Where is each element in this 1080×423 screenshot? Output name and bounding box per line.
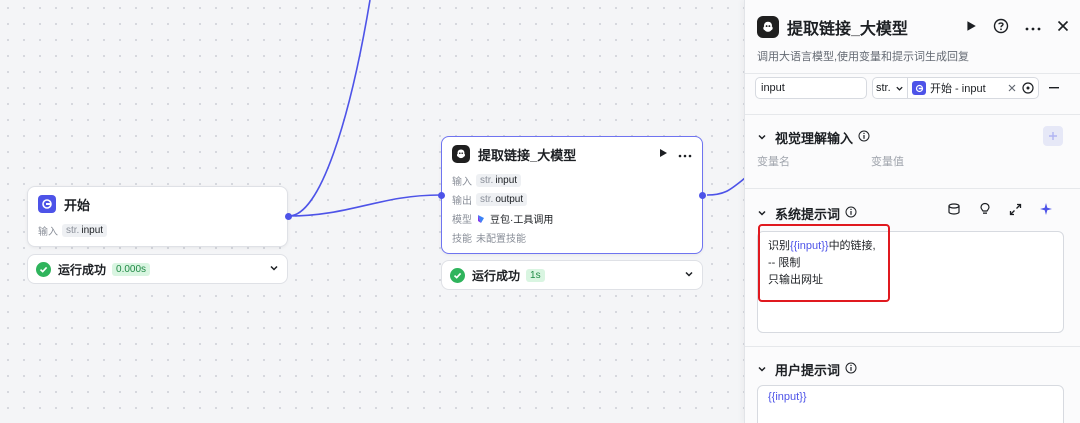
start-node-time-badge: 0.000s bbox=[112, 262, 151, 276]
llm-node-output-value: output bbox=[495, 194, 524, 205]
info-icon[interactable] bbox=[845, 206, 857, 221]
variable-token: {{input}} bbox=[790, 240, 829, 252]
run-play-icon[interactable] bbox=[658, 147, 668, 161]
system-prompt-title: 系统提示词 bbox=[775, 207, 841, 222]
llm-node-model-label: 模型 bbox=[452, 215, 472, 226]
target-icon[interactable] bbox=[1022, 82, 1034, 94]
prompt-toolbar bbox=[947, 202, 1053, 219]
panel-description: 调用大语言模型,使用变量和提示词生成回复 bbox=[757, 51, 970, 63]
llm-node-skill-value: 未配置技能 bbox=[476, 234, 526, 245]
llm-node-time-badge: 1s bbox=[526, 268, 545, 282]
llm-node-output-label: 输出 bbox=[452, 196, 472, 207]
vision-col-name: 变量名 bbox=[757, 156, 790, 168]
llm-node[interactable]: 提取链接_大模型 输入 str. input 输出 str. output 模型… bbox=[438, 136, 706, 254]
user-prompt-editor[interactable] bbox=[757, 385, 1064, 423]
llm-node-input-port[interactable] bbox=[438, 192, 445, 199]
info-icon[interactable] bbox=[858, 130, 870, 145]
remove-param-icon[interactable] bbox=[1049, 87, 1059, 89]
llm-node-header: 提取链接_大模型 bbox=[442, 137, 702, 171]
system-prompt-line-3: 只输出网址 bbox=[768, 274, 823, 286]
system-prompt-line-1: 识别{{input}}中的链接, bbox=[768, 240, 876, 252]
start-node-logo-icon bbox=[38, 195, 56, 213]
llm-node-status-bar[interactable]: 运行成功 1s bbox=[441, 260, 703, 290]
prompt-library-icon[interactable] bbox=[947, 202, 961, 219]
user-prompt-title: 用户提示词 bbox=[775, 363, 841, 378]
chevron-down-icon bbox=[895, 84, 904, 93]
more-options-icon[interactable] bbox=[1025, 20, 1041, 34]
start-node-status-bar[interactable]: 运行成功 0.000s bbox=[27, 254, 288, 284]
llm-node-status-label: 运行成功 bbox=[472, 268, 521, 283]
vision-input-title: 视觉理解输入 bbox=[775, 131, 854, 146]
chevron-down-icon bbox=[757, 206, 767, 221]
user-prompt-content: {{input}} bbox=[768, 391, 807, 403]
close-icon[interactable] bbox=[1057, 20, 1069, 35]
run-play-icon[interactable] bbox=[965, 20, 977, 35]
vision-col-value: 变量值 bbox=[871, 156, 904, 168]
param-name-value: input bbox=[761, 82, 785, 94]
llm-node-title: 提取链接_大模型 bbox=[478, 147, 577, 163]
llm-node-output-type: str. bbox=[480, 194, 494, 205]
start-node-logo-icon bbox=[912, 81, 926, 95]
success-check-icon bbox=[450, 267, 465, 283]
vision-input-section[interactable]: 视觉理解输入 bbox=[757, 128, 870, 147]
chevron-down-icon[interactable] bbox=[269, 262, 279, 276]
llm-node-output-tag: str. output bbox=[476, 193, 528, 206]
llm-node-skill-row: 技能 未配置技能 bbox=[442, 228, 702, 247]
start-node-input-label: 输入 bbox=[38, 227, 58, 238]
more-options-icon[interactable] bbox=[678, 147, 692, 161]
chevron-down-icon bbox=[757, 130, 767, 145]
start-node-title: 开始 bbox=[64, 197, 91, 213]
info-icon[interactable] bbox=[845, 362, 857, 377]
chevron-down-icon[interactable] bbox=[684, 268, 694, 282]
red-highlight-box bbox=[758, 224, 890, 302]
system-prompt-line-2: -- 限制 bbox=[768, 257, 801, 269]
node-settings-panel: 提取链接_大模型 调用大语言模型,使用变量和提示词生成回复 input bbox=[744, 0, 1080, 423]
start-node-input-tag: str. input bbox=[62, 224, 108, 237]
llm-node-output-port[interactable] bbox=[699, 192, 706, 199]
llm-node-skill-label: 技能 bbox=[452, 234, 472, 245]
system-prompt-content: 识别{{input}}中的链接, -- 限制 只输出网址 bbox=[768, 238, 876, 289]
start-node-input-type: str. bbox=[66, 225, 80, 236]
llm-node-input-value: input bbox=[495, 175, 518, 186]
input-param-row: input str. 开始 - input bbox=[755, 77, 1075, 99]
clear-icon[interactable] bbox=[1008, 84, 1016, 92]
llm-logo-icon bbox=[757, 16, 779, 38]
param-reference-value: 开始 - input bbox=[930, 83, 986, 95]
llm-node-input-tag: str. input bbox=[476, 174, 522, 187]
expand-icon[interactable] bbox=[1009, 203, 1022, 219]
llm-node-logo-icon bbox=[452, 145, 470, 163]
divider bbox=[745, 188, 1080, 189]
panel-header: 提取链接_大模型 调用大语言模型,使用变量和提示词生成回复 bbox=[745, 0, 1080, 74]
doubao-model-icon bbox=[476, 214, 486, 224]
system-prompt-editor[interactable] bbox=[757, 231, 1064, 333]
llm-node-output-row: 输出 str. output bbox=[442, 190, 702, 209]
start-node-input-value: input bbox=[81, 225, 104, 236]
llm-node-input-label: 输入 bbox=[452, 177, 472, 188]
chevron-down-icon bbox=[757, 362, 767, 377]
lightbulb-icon[interactable] bbox=[978, 202, 992, 219]
ai-sparkle-icon[interactable] bbox=[1039, 202, 1053, 219]
divider bbox=[745, 346, 1080, 347]
param-type-value: str. bbox=[876, 82, 891, 94]
system-prompt-section[interactable]: 系统提示词 bbox=[757, 204, 857, 223]
start-node-input-row: 输入 str. input bbox=[28, 221, 287, 240]
panel-title: 提取链接_大模型 bbox=[787, 21, 908, 38]
param-name-input[interactable]: input bbox=[755, 77, 867, 99]
param-type-select[interactable]: str. bbox=[872, 77, 908, 99]
add-vision-input-button[interactable] bbox=[1043, 126, 1063, 146]
success-check-icon bbox=[36, 261, 51, 277]
start-node-header: 开始 bbox=[28, 187, 287, 221]
llm-node-input-row: 输入 str. input bbox=[442, 171, 702, 190]
user-prompt-section[interactable]: 用户提示词 bbox=[757, 360, 857, 379]
param-reference-select[interactable]: 开始 - input bbox=[908, 77, 1039, 99]
llm-node-model-value: 豆包·工具调用 bbox=[490, 215, 554, 226]
help-icon[interactable] bbox=[993, 18, 1009, 37]
start-node[interactable]: 开始 输入 str. input bbox=[27, 186, 292, 247]
llm-node-input-type: str. bbox=[480, 175, 494, 186]
start-node-status-label: 运行成功 bbox=[58, 262, 107, 277]
divider bbox=[745, 114, 1080, 115]
llm-node-model-row: 模型 豆包·工具调用 bbox=[442, 209, 702, 228]
start-node-output-port[interactable] bbox=[285, 213, 292, 220]
